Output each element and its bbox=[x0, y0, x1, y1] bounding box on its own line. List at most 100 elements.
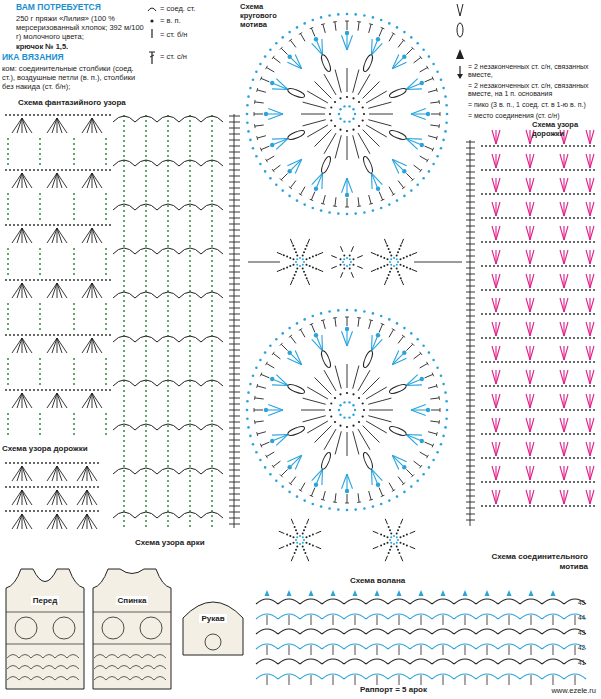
chain-dot bbox=[529, 193, 531, 195]
motif-dot bbox=[288, 327, 291, 330]
arch bbox=[135, 292, 157, 298]
green-chain bbox=[189, 125, 191, 127]
green-chain bbox=[123, 375, 125, 377]
join-stitch bbox=[291, 556, 293, 562]
motif-dot bbox=[246, 409, 249, 412]
join-dot bbox=[292, 245, 294, 247]
motif-fan bbox=[312, 173, 323, 185]
fan-stitch bbox=[22, 228, 32, 243]
motif-cluster bbox=[388, 425, 407, 437]
green-chain bbox=[189, 265, 191, 267]
motif-stitch bbox=[321, 203, 325, 204]
green-chain bbox=[145, 135, 147, 137]
motif-dot bbox=[440, 443, 443, 446]
arch bbox=[157, 292, 179, 298]
chain-dot bbox=[53, 486, 55, 488]
edge-tick bbox=[229, 134, 240, 135]
chain-dot bbox=[33, 169, 35, 171]
motif-fan bbox=[372, 41, 378, 55]
green-chain bbox=[123, 340, 125, 342]
chain-dot bbox=[21, 389, 23, 391]
green-chain bbox=[123, 320, 125, 322]
motif-stitch bbox=[406, 173, 412, 179]
motif-dot bbox=[247, 95, 250, 98]
chain-dot bbox=[21, 279, 23, 281]
fan-stitch bbox=[12, 393, 22, 408]
green-chain bbox=[39, 373, 41, 375]
chain-dot bbox=[61, 334, 63, 336]
chain-dot bbox=[49, 462, 51, 464]
chain-dot bbox=[61, 224, 63, 226]
green-chain bbox=[211, 145, 213, 147]
green-chain bbox=[73, 248, 75, 250]
motif-spoke bbox=[303, 416, 326, 422]
green-chain bbox=[123, 440, 125, 442]
green-chain bbox=[145, 385, 147, 387]
motif-stitch bbox=[357, 501, 361, 503]
chain-dot bbox=[33, 334, 35, 336]
chain-dot bbox=[61, 389, 63, 391]
green-chain bbox=[167, 485, 169, 487]
motif-dot bbox=[246, 121, 249, 124]
motif-fan bbox=[347, 178, 353, 193]
green-chain bbox=[145, 355, 147, 357]
motif-stitch bbox=[414, 461, 421, 467]
green-chain bbox=[145, 425, 147, 427]
green-chain bbox=[189, 365, 191, 367]
chain-dot bbox=[553, 193, 555, 195]
motif-dot bbox=[247, 426, 250, 429]
green-chain bbox=[145, 375, 147, 377]
chain-dot bbox=[521, 193, 523, 195]
join-dot bbox=[353, 264, 355, 266]
motif-fan bbox=[392, 58, 403, 69]
join-dot bbox=[312, 266, 314, 268]
chain-dot bbox=[57, 462, 59, 464]
edge-tick bbox=[466, 232, 475, 233]
chain-dot bbox=[53, 462, 55, 464]
chain-dot bbox=[585, 169, 587, 171]
green-chain bbox=[167, 375, 169, 377]
chain-dot bbox=[53, 279, 55, 281]
motif-dot bbox=[442, 383, 445, 386]
join-dot bbox=[286, 534, 288, 536]
join-dot bbox=[390, 258, 392, 260]
motif-spoke bbox=[347, 364, 348, 388]
chain-dot bbox=[9, 279, 11, 281]
green-chain bbox=[211, 255, 213, 257]
green-chain bbox=[211, 240, 213, 242]
chain-dot bbox=[105, 279, 107, 281]
join-dot bbox=[303, 261, 305, 263]
motif-stitch bbox=[427, 362, 429, 365]
green-chain bbox=[211, 230, 213, 232]
green-chain bbox=[7, 268, 9, 270]
motif-spoke bbox=[368, 102, 391, 108]
edge-tick bbox=[229, 146, 240, 147]
chain-dot bbox=[45, 462, 47, 464]
green-chain bbox=[39, 273, 41, 275]
chain-dot bbox=[53, 224, 55, 226]
green-chain bbox=[7, 158, 9, 160]
green-chain bbox=[211, 310, 213, 312]
edge-tick bbox=[229, 266, 240, 267]
join-stitch bbox=[331, 256, 337, 258]
arch bbox=[201, 248, 223, 254]
motif-dot bbox=[246, 113, 249, 116]
join-dot bbox=[296, 258, 298, 260]
join-dot bbox=[390, 536, 392, 538]
green-chain bbox=[211, 120, 213, 122]
motif-spoke bbox=[324, 429, 336, 450]
green-chain bbox=[189, 340, 191, 342]
green-chain bbox=[145, 280, 147, 282]
motif-spoke bbox=[324, 370, 336, 391]
join-stitch bbox=[401, 280, 403, 286]
motif-dot bbox=[380, 503, 383, 506]
chain-dot bbox=[29, 114, 31, 116]
chain-dot bbox=[29, 486, 31, 488]
motif-spoke bbox=[335, 366, 341, 389]
motif-dot bbox=[275, 479, 278, 482]
edge-tick bbox=[466, 148, 475, 149]
join-dot bbox=[286, 266, 288, 268]
chain-dot bbox=[585, 145, 587, 147]
motif-stitch bbox=[392, 329, 395, 331]
join-stitch bbox=[384, 280, 386, 286]
